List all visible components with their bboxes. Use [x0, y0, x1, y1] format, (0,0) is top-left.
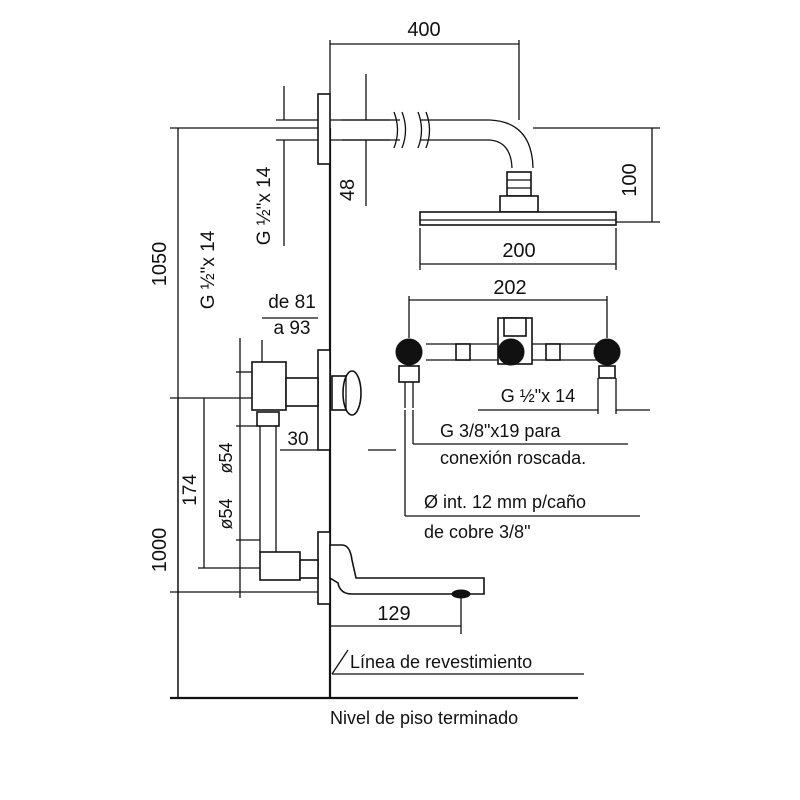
total-height-label: 1050: [149, 242, 171, 287]
dimension-lines: [170, 40, 660, 698]
flange-gap-label: 48: [337, 179, 359, 201]
thread-note-line-2: conexión roscada.: [440, 448, 586, 468]
depth-range-label-2: a 93: [274, 318, 311, 339]
arm-thread-label: G ½"x 14: [254, 166, 275, 245]
pipe-dia-label-1: ø54: [216, 442, 236, 473]
arm-length-label: 400: [407, 19, 440, 41]
height-reference-lines: [170, 127, 330, 399]
pipe-note-line-2: de cobre 3/8": [424, 522, 530, 542]
thread-note-line-1: G 3/8"x19 para: [440, 421, 561, 441]
dimension-labels: 400 100 200 48 G ½"x 14 1050 1000 G ½"x …: [149, 19, 641, 625]
connector-thread-label: G ½"x 14: [501, 386, 575, 406]
supply-connector: [395, 317, 621, 408]
tub-spout: [259, 531, 485, 605]
wall-depth-label: 30: [287, 429, 308, 450]
valve-spacing-label: 174: [180, 474, 201, 506]
connector-width-label: 202: [493, 277, 526, 299]
installation-notes: G 3/8"x19 para conexión roscada. Ø int. …: [330, 421, 586, 728]
floor-level-label: Nivel de piso terminado: [330, 708, 518, 728]
pipe-note-line-1: Ø int. 12 mm p/caño: [424, 492, 586, 512]
mixer-thread-label: G ½"x 14: [198, 230, 219, 309]
mixer-valve: [251, 349, 362, 552]
pipe-dia-label-2: ø54: [216, 498, 236, 529]
head-width-label: 200: [502, 240, 535, 262]
depth-range-label-1: de 81: [268, 292, 316, 313]
spout-length-label: 129: [377, 603, 410, 625]
shower-arm: [317, 93, 534, 197]
arm-drop-label: 100: [619, 163, 641, 196]
shower-head: [419, 195, 617, 226]
spout-height-label: 1000: [149, 528, 171, 573]
wall-line-label: Línea de revestimiento: [350, 652, 532, 672]
